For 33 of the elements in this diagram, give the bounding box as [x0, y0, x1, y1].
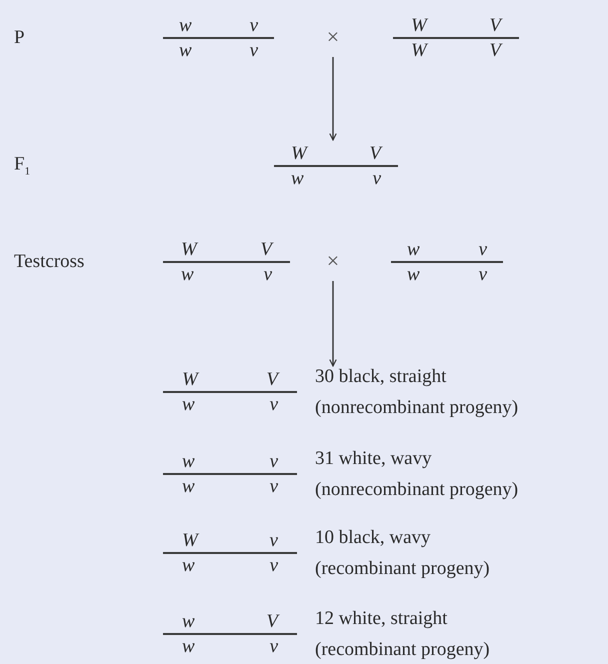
allele-pair: W V [181, 368, 281, 391]
progeny-description: 12 white, straight [315, 607, 448, 631]
arrow [329, 281, 337, 367]
progeny-description: (recombinant progeny) [315, 557, 490, 581]
allele-pair: w v [181, 450, 279, 473]
allele-pair: w v [181, 475, 279, 498]
progeny-description: 10 black, wavy [315, 526, 432, 550]
allele-pair: W V [410, 14, 504, 37]
progeny-description: (recombinant progeny) [315, 638, 490, 662]
progeny-description: (nonrecombinant progeny) [315, 396, 518, 420]
cross-symbol: × [323, 250, 343, 272]
progeny-description: 30 black, straight [315, 365, 448, 389]
allele-pair: W V [290, 142, 384, 165]
allele-pair: W V [410, 39, 504, 62]
cross-symbol: × [323, 26, 343, 48]
allele-pair: w v [178, 39, 259, 62]
allele-pair: w v [181, 554, 279, 577]
generation-label: Testcross [14, 251, 84, 273]
allele-pair: w v [178, 14, 259, 37]
allele-pair: w v [180, 263, 273, 286]
allele-pair: w v [406, 263, 488, 286]
allele-pair: w v [181, 635, 279, 658]
generation-label: F$_{1}$ [14, 154, 30, 180]
allele-pair: w V [181, 610, 281, 633]
progeny-description: 31 white, wavy [315, 447, 433, 471]
allele-pair: W V [180, 238, 275, 261]
allele-pair: w v [181, 393, 279, 416]
generation-label: P [14, 27, 25, 49]
allele-pair: w v [290, 167, 382, 190]
allele-pair: w v [406, 238, 488, 261]
arrow [329, 57, 337, 141]
allele-pair: W v [181, 529, 279, 552]
progeny-description: (nonrecombinant progeny) [315, 478, 518, 502]
